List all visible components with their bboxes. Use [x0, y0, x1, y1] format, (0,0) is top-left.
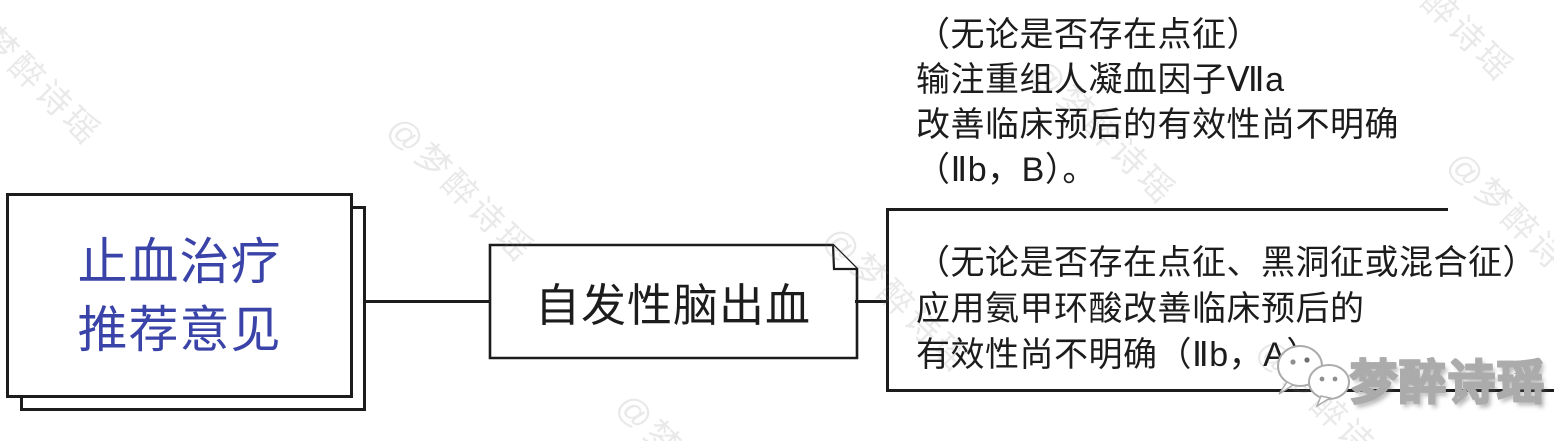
recommendation-bottom-line2: 应用氨甲环酸改善临床预后的 [916, 290, 1365, 328]
chat-bubbles-icon [1277, 345, 1350, 408]
recommendation-box-top-border [886, 208, 1448, 211]
recommendation-top-line1: （无论是否存在点征） [916, 16, 1261, 54]
recommendation-box-bottom-border [886, 389, 1554, 392]
logo-text: 梦醉诗瑶 [1349, 355, 1546, 410]
root-box: 止血治疗 推荐意见 [6, 193, 353, 398]
recommendation-bottom-text: （无论是否存在点征、黑洞征或混合征） 应用氨甲环酸改善临床预后的 有效性尚不明确… [916, 240, 1537, 378]
recommendation-top-line3: 改善临床预后的有效性尚不明确 [916, 106, 1399, 144]
recommendation-top-text: （无论是否存在点征） 输注重组人凝血因子Ⅶa 改善临床预后的有效性尚不明确 （Ⅱ… [916, 13, 1399, 193]
watermark-text: @梦醉诗瑶 [0, 0, 109, 154]
document-box [488, 243, 859, 360]
connector-condition-to-recommendation [855, 300, 888, 303]
condition-box-label: 自发性脑出血 [534, 280, 811, 331]
root-box-label-line1: 止血治疗 [77, 233, 282, 290]
recommendation-bottom-line1: （无论是否存在点征、黑洞征或混合征） [916, 244, 1537, 282]
recommendation-bottom-line3: 有效性尚不明确（Ⅱb，A） [916, 336, 1321, 374]
connector-root-to-condition [364, 300, 490, 303]
watermark-text: @梦醉诗瑶 [607, 380, 776, 441]
root-box-label-line2: 推荐意见 [77, 301, 282, 358]
recommendation-top-line4: （Ⅱb，B）。 [916, 151, 1097, 189]
recommendation-box-left-border [886, 208, 889, 392]
recommendation-top-line2: 输注重组人凝血因子Ⅶa [916, 61, 1285, 99]
